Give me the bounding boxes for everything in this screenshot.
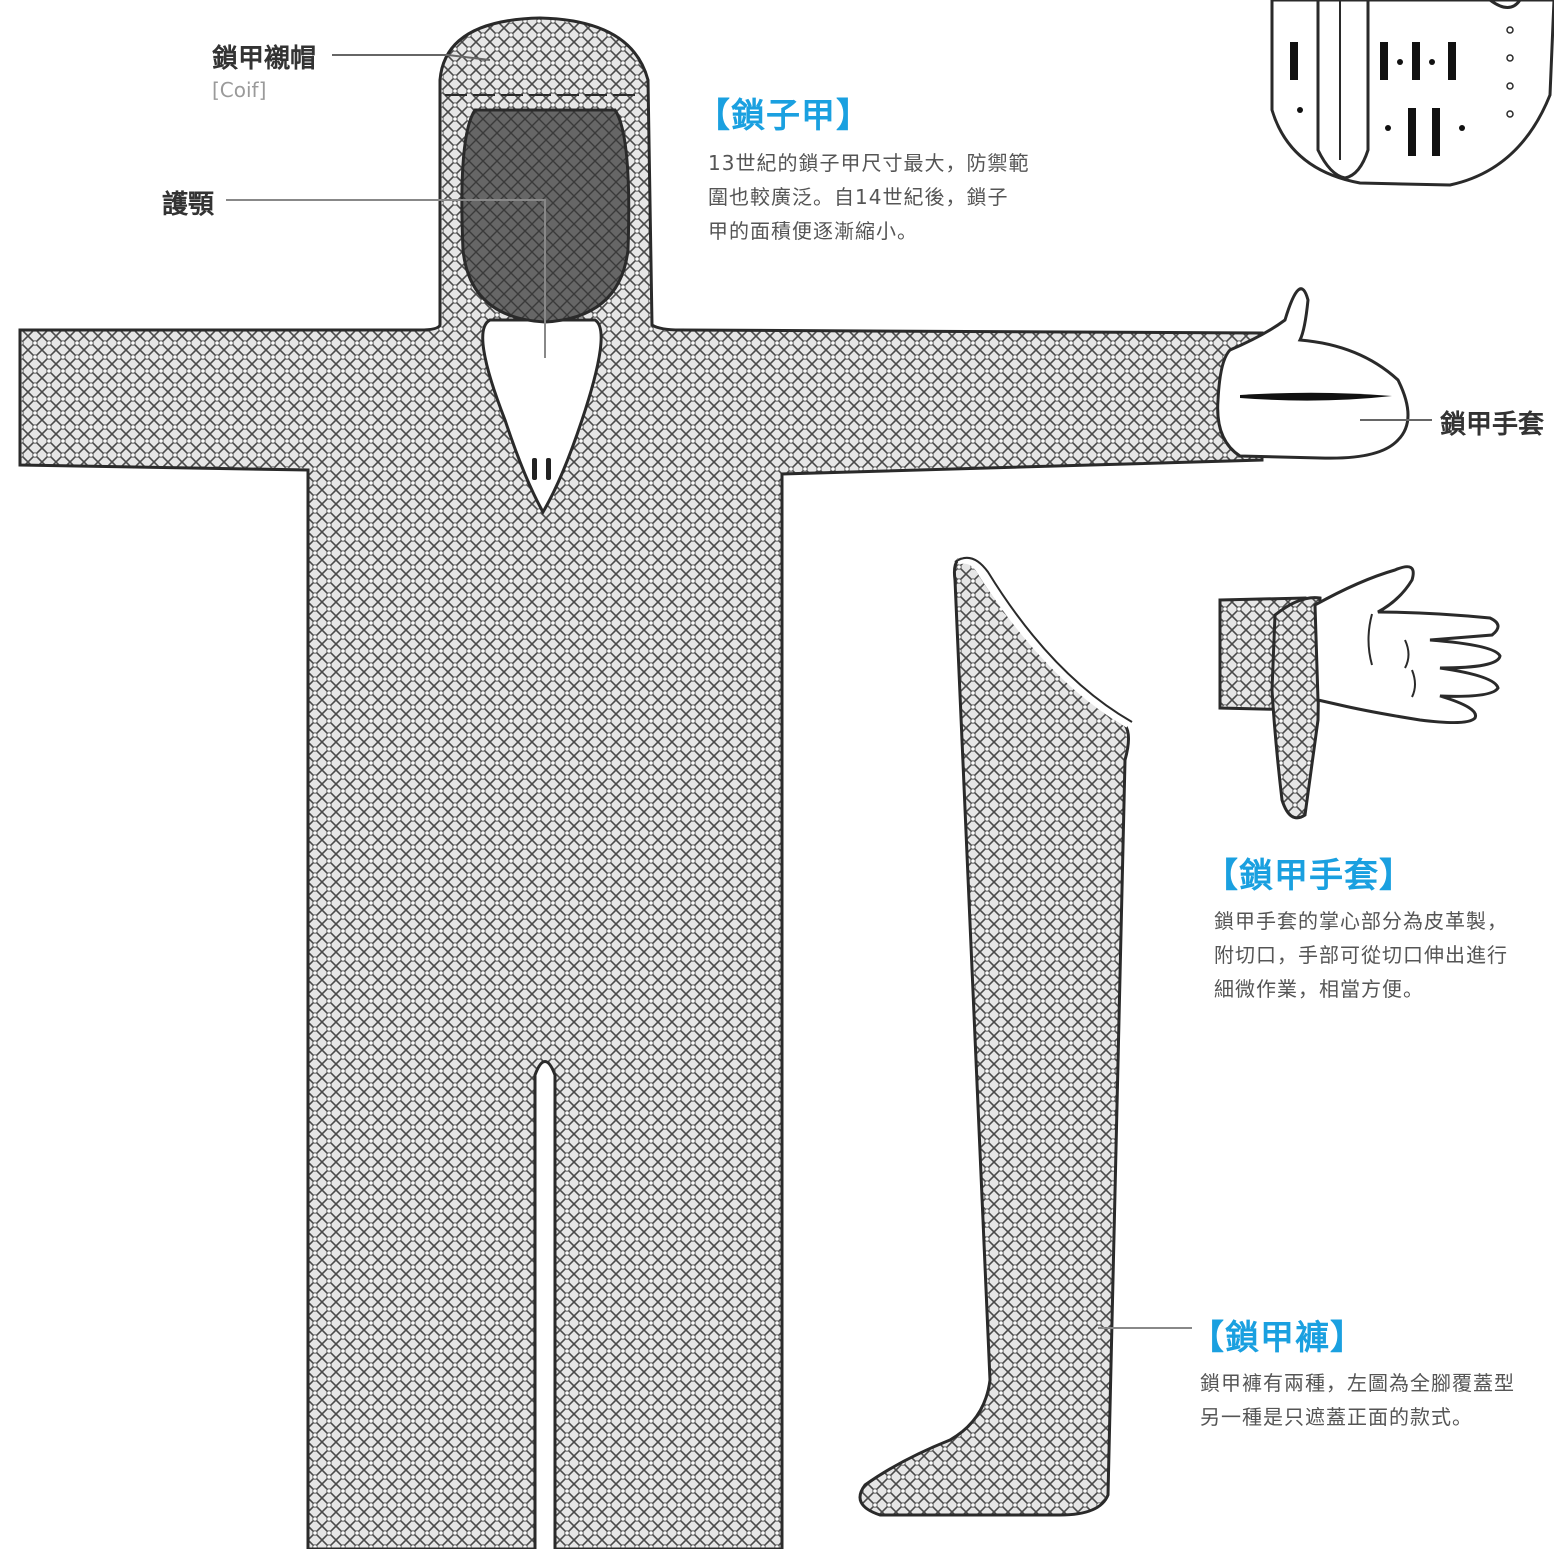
slit-mark [546, 458, 551, 480]
leader-chin-guard [226, 199, 546, 358]
hauberk-desc-line: 甲的面積便逐漸縮小。 [708, 219, 918, 243]
chin-guard [481, 318, 603, 515]
chausses-heading: 【鎖甲褲】 [1190, 1318, 1365, 1358]
slit-mark [532, 458, 537, 480]
gauntlet-illustration [1218, 565, 1502, 820]
hauberk-desc-line: 13世紀的鎖子甲尺寸最大，防禦範 [708, 151, 1030, 175]
gauntlet-desc-line: 細微作業，相當方便。 [1214, 977, 1424, 1001]
gauntlet-heading: 【鎖甲手套】 [1204, 856, 1414, 896]
mitten-slit [1240, 392, 1392, 401]
leader-coif [332, 54, 491, 61]
gauntlet-desc-line: 附切口，手部可從切口伸出進行 [1214, 943, 1508, 967]
hauberk-desc-line: 圍也較廣泛。自14世紀後，鎖子 [708, 185, 1009, 209]
gauntlet-description: 鎖甲手套的掌心部分為皮革製， 附切口，手部可從切口伸出進行 細微作業，相當方便。 [1214, 904, 1508, 1006]
mitten [1216, 287, 1410, 460]
chausses-desc-line: 鎖甲褲有兩種，左圖為全腳覆蓋型 [1200, 1371, 1515, 1395]
chausses-desc-line: 另一種是只遮蓋正面的款式。 [1200, 1405, 1473, 1429]
chausses-description: 鎖甲褲有兩種，左圖為全腳覆蓋型 另一種是只遮蓋正面的款式。 [1200, 1366, 1515, 1434]
coif-english-label: [Coif] [212, 78, 267, 102]
mitten-label: 鎖甲手套 [1440, 410, 1545, 440]
great-helm-partial [1270, 0, 1554, 187]
chausses-leg [858, 557, 1130, 1517]
hauberk-description: 13世紀的鎖子甲尺寸最大，防禦範 圍也較廣泛。自14世紀後，鎖子 甲的面積便逐漸… [708, 146, 1029, 248]
coif-label: 鎖甲襯帽 [212, 44, 317, 74]
gauntlet-desc-line: 鎖甲手套的掌心部分為皮革製， [1214, 909, 1508, 933]
hauberk-heading: 【鎖子甲】 [696, 96, 871, 136]
hauberk-body [18, 16, 1264, 1549]
chin-guard-label: 護顎 [162, 190, 215, 220]
